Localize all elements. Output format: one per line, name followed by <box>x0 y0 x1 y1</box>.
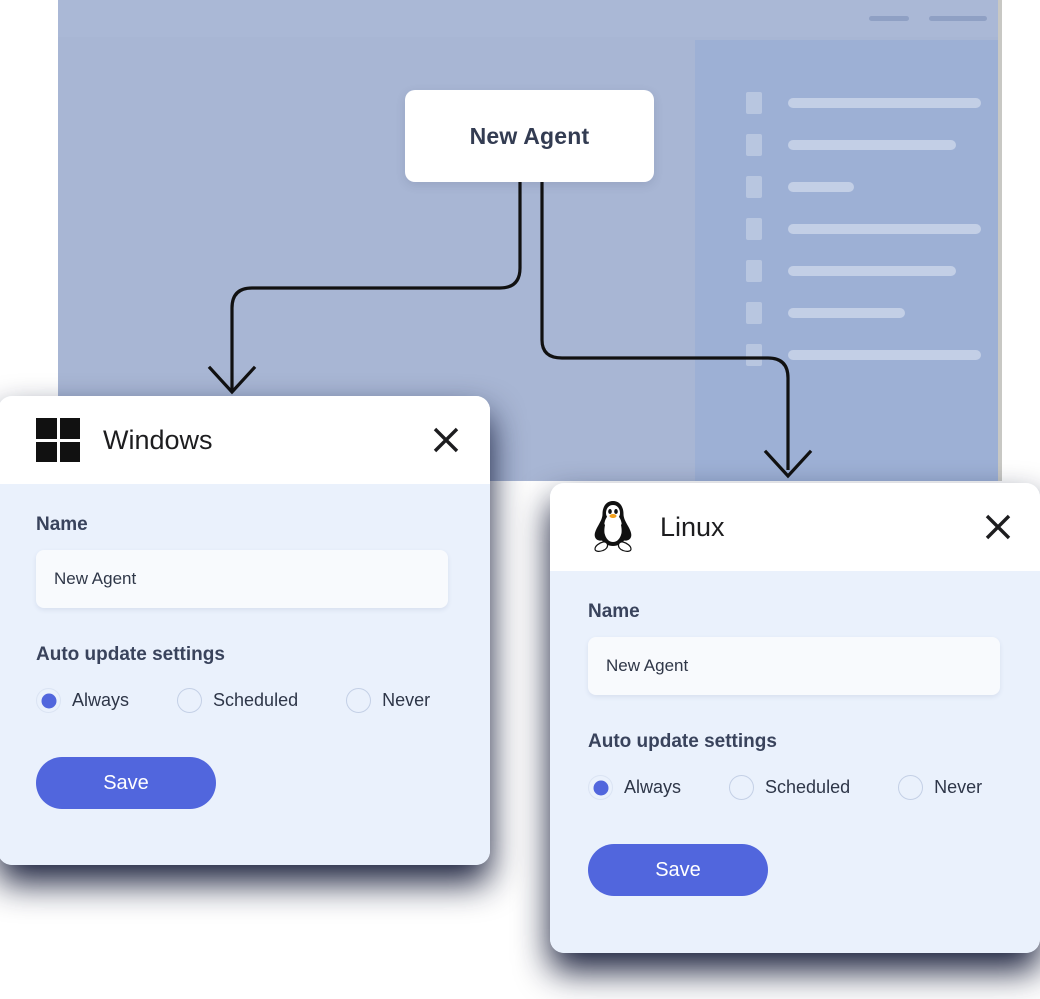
windows-logo-quadrant <box>36 418 57 439</box>
windows-logo-quadrant <box>59 418 80 439</box>
linux-dialog: Linux Name Auto update settings Always S… <box>550 483 1040 953</box>
radio-option-always[interactable]: Always <box>588 775 681 800</box>
linux-dialog-title: Linux <box>660 511 725 542</box>
titlebar-placeholder-bar <box>869 16 909 21</box>
windows-dialog-header: Windows <box>0 396 490 484</box>
close-icon[interactable] <box>426 420 466 460</box>
agent-name-input[interactable] <box>36 550 448 608</box>
radio-option-never[interactable]: Never <box>346 688 430 713</box>
new-agent-node-label: New Agent <box>469 122 590 149</box>
list-item-thumbnail <box>746 91 762 114</box>
list-item-thumbnail <box>746 217 762 240</box>
list-item-thumbnail <box>746 175 762 198</box>
linux-dialog-header: Linux <box>550 483 1040 571</box>
radio-indicator[interactable] <box>36 688 61 713</box>
radio-indicator[interactable] <box>588 775 613 800</box>
windows-logo-icon <box>36 418 80 462</box>
list-item-text-placeholder <box>788 223 981 234</box>
radio-label: Scheduled <box>765 777 851 797</box>
list-item-text-placeholder <box>788 97 981 108</box>
list-item-text-placeholder <box>788 265 956 276</box>
windows-logo-quadrant <box>59 441 80 462</box>
content-panel <box>695 40 1002 481</box>
window-titlebar <box>58 0 1002 37</box>
tux-penguin-icon <box>588 499 638 555</box>
name-label: Name <box>588 601 640 622</box>
windows-dialog-body: Name Auto update settings Always Schedul… <box>0 484 490 865</box>
save-button[interactable]: Save <box>588 844 768 896</box>
placeholder-list <box>746 82 1002 376</box>
list-item <box>746 292 1002 333</box>
windows-logo-quadrant <box>36 441 57 462</box>
list-item-text-placeholder <box>788 349 981 360</box>
list-item-text-placeholder <box>788 307 905 318</box>
list-item-thumbnail <box>746 301 762 324</box>
save-button[interactable]: Save <box>36 757 216 809</box>
radio-indicator[interactable] <box>177 688 203 713</box>
name-label: Name <box>36 514 88 535</box>
list-item <box>746 250 1002 291</box>
titlebar-placeholder-bar <box>929 16 987 21</box>
list-item <box>746 208 1002 249</box>
auto-update-radio-group: Always Scheduled Never <box>36 688 452 713</box>
radio-label: Never <box>934 777 983 797</box>
list-item <box>746 334 1002 375</box>
radio-option-always[interactable]: Always <box>36 688 129 713</box>
list-item-thumbnail <box>746 259 762 282</box>
agent-name-input[interactable] <box>588 637 1000 695</box>
radio-option-scheduled[interactable]: Scheduled <box>729 775 850 800</box>
windows-dialog: Windows Name Auto update settings Always… <box>0 396 490 865</box>
auto-update-radio-group: Always Scheduled Never <box>588 775 1002 800</box>
list-item <box>746 166 1002 207</box>
radio-indicator[interactable] <box>729 775 755 800</box>
radio-label: Always <box>624 777 682 797</box>
list-item-thumbnail <box>746 133 762 156</box>
radio-indicator[interactable] <box>346 688 372 713</box>
radio-label: Scheduled <box>213 690 299 710</box>
list-item <box>746 82 1002 123</box>
linux-dialog-body: Name Auto update settings Always Schedul… <box>550 571 1040 953</box>
window-right-edge <box>998 0 1002 481</box>
radio-indicator[interactable] <box>898 775 924 800</box>
new-agent-node[interactable]: New Agent <box>405 90 654 182</box>
radio-option-scheduled[interactable]: Scheduled <box>177 688 298 713</box>
auto-update-settings-label: Auto update settings <box>36 644 225 665</box>
radio-option-never[interactable]: Never <box>898 775 982 800</box>
radio-label: Always <box>72 690 130 710</box>
list-item-thumbnail <box>746 343 762 366</box>
list-item <box>746 124 1002 165</box>
list-item-text-placeholder <box>788 139 956 150</box>
radio-label: Never <box>382 690 431 710</box>
list-item-text-placeholder <box>788 181 854 192</box>
close-icon[interactable] <box>978 507 1018 547</box>
windows-dialog-title: Windows <box>103 424 213 455</box>
auto-update-settings-label: Auto update settings <box>588 731 777 752</box>
